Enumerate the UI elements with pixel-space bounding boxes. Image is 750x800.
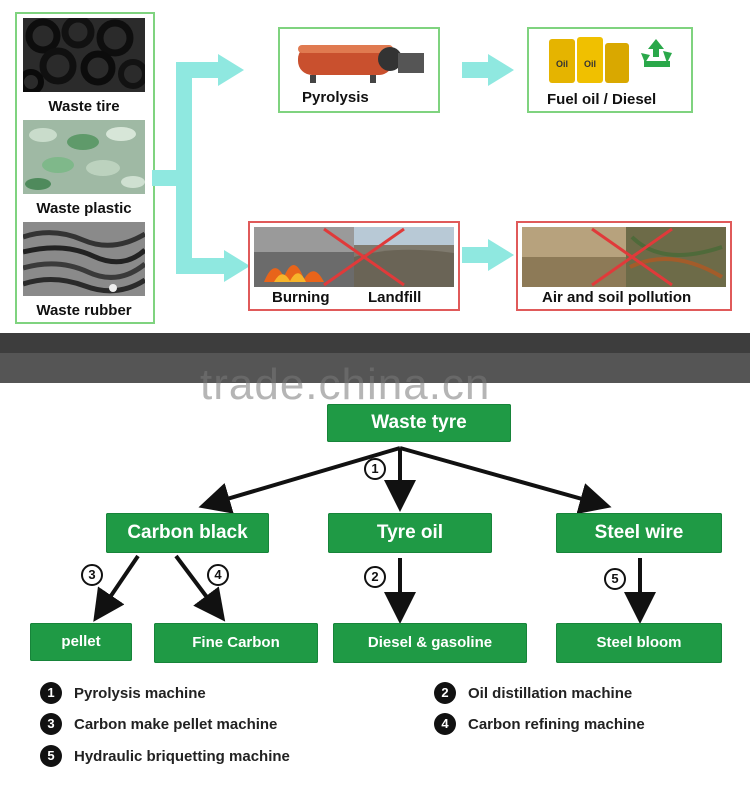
pyrolysis-reactor-icon <box>298 45 424 83</box>
legend-badge-3: 3 <box>40 713 62 735</box>
legend-item-1: 1 Pyrolysis machine <box>40 682 206 704</box>
waste-plastic-photo <box>23 120 145 194</box>
waste-tire-photo <box>18 15 148 95</box>
waste-plastic-label: Waste plastic <box>36 200 132 217</box>
node-tyre-oil: Tyre oil <box>328 513 492 553</box>
waste-sources-panel: Waste tire Waste plastic Waste rubber <box>15 12 155 324</box>
pollution-label: Air and soil pollution <box>542 289 692 306</box>
waste-rubber-label: Waste rubber <box>36 302 132 319</box>
legend-item-4: 4 Carbon refining machine <box>434 713 645 735</box>
step-badge-3: 3 <box>81 564 103 586</box>
legend-text-3: Carbon make pellet machine <box>74 715 278 733</box>
node-carbon-black: Carbon black <box>106 513 269 553</box>
node-steel-bloom: Steel bloom <box>556 623 722 663</box>
barrel-oil-label-1: Oil <box>556 59 568 69</box>
step-badge-4: 4 <box>207 564 229 586</box>
legend-badge-4: 4 <box>434 713 456 735</box>
waste-plastic-item: Waste plastic <box>23 120 145 217</box>
barrel-oil-label-2: Oil <box>584 59 596 69</box>
legend-text-1: Pyrolysis machine <box>74 684 206 702</box>
step-badge-2: 2 <box>364 566 386 588</box>
node-fine-carbon: Fine Carbon <box>154 623 318 663</box>
fuel-oil-card: Oil Oil Fuel oil / Diesel <box>527 27 693 113</box>
top-flow-arrows <box>152 54 514 282</box>
pollution-photo <box>522 227 726 287</box>
legend-text-2: Oil distillation machine <box>468 684 633 702</box>
legend-item-3: 3 Carbon make pellet machine <box>40 713 277 735</box>
legend-item-2: 2 Oil distillation machine <box>434 682 632 704</box>
pyrolysis-card: Pyrolysis <box>278 27 440 113</box>
node-diesel-gasoline: Diesel & gasoline <box>333 623 527 663</box>
burning-label: Burning <box>272 289 330 306</box>
burning-landfill-card: Burning Landfill <box>248 221 460 311</box>
pollution-card: Air and soil pollution <box>516 221 732 311</box>
waste-tire-item: Waste tire <box>18 15 148 115</box>
node-steel-wire: Steel wire <box>556 513 722 553</box>
legend-badge-1: 1 <box>40 682 62 704</box>
watermark: trade.china.cn <box>200 360 491 409</box>
burning-landfill-photo <box>254 227 454 287</box>
waste-rubber-item: Waste rubber <box>22 222 147 319</box>
legend-badge-2: 2 <box>434 682 456 704</box>
node-pellet: pellet <box>30 623 132 661</box>
step-badge-5: 5 <box>604 568 626 590</box>
landfill-label: Landfill <box>368 289 422 306</box>
fuel-oil-label: Fuel oil / Diesel <box>547 91 657 108</box>
node-waste-tyre: Waste tyre <box>327 404 511 442</box>
legend-badge-5: 5 <box>40 745 62 767</box>
flow-arrows <box>93 446 656 624</box>
waste-rubber-photo <box>22 222 147 296</box>
oil-barrels-icon: Oil Oil <box>549 37 672 83</box>
section-divider-top <box>0 333 750 353</box>
legend-text-4: Carbon refining machine <box>468 715 645 733</box>
waste-tire-label: Waste tire <box>48 98 120 115</box>
step-badge-1: 1 <box>364 458 386 480</box>
pyrolysis-label: Pyrolysis <box>302 89 369 106</box>
legend-item-5: 5 Hydraulic briquetting machine <box>40 745 290 767</box>
legend-text-5: Hydraulic briquetting machine <box>74 747 290 765</box>
